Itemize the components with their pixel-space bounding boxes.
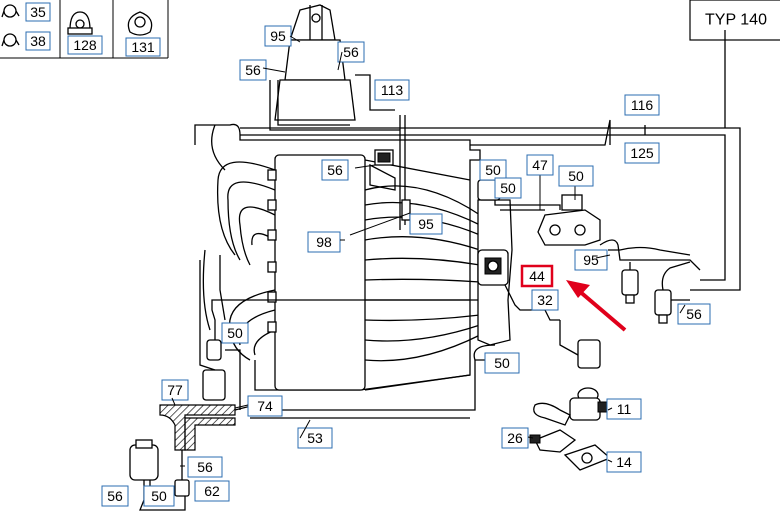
air-flow-meter xyxy=(274,4,356,121)
callout-number: 56 xyxy=(107,488,123,504)
legend-number-text: 38 xyxy=(30,33,46,49)
callout-label: 26 xyxy=(501,427,529,449)
vacuum-valve-right xyxy=(654,289,672,324)
callout-number: 50 xyxy=(568,168,584,184)
callout-label: 113 xyxy=(374,79,410,101)
valve-bracket xyxy=(537,194,601,246)
callout-number: 32 xyxy=(537,292,553,308)
callout-number: 14 xyxy=(616,454,632,470)
callout-number: 95 xyxy=(270,28,286,44)
callout-number: 50 xyxy=(494,355,510,371)
callout-label: 95 xyxy=(574,249,608,271)
callout-number: 50 xyxy=(485,162,501,178)
callout-number: 50 xyxy=(227,325,243,341)
legend-number-38: 38 xyxy=(25,31,51,51)
callout-label: 77 xyxy=(161,379,189,401)
callout-number: 56 xyxy=(327,162,343,178)
legend-number-text: 35 xyxy=(30,4,46,20)
callout-number: 50 xyxy=(151,488,167,504)
callout-number: 95 xyxy=(583,252,599,268)
callout-label: 14 xyxy=(606,451,642,473)
callout-number: 26 xyxy=(507,430,523,446)
callout-label: 50 xyxy=(143,485,175,507)
callout-label: 56 xyxy=(187,456,223,478)
callout-number: 56 xyxy=(343,44,359,60)
leader-lines xyxy=(171,35,686,467)
callout-label: 50 xyxy=(221,322,249,344)
hose-26 xyxy=(529,429,577,453)
callout-layer: 35 38 128 131 95 56 56 113 116 125 56 50 47 50 50 50 98 9… xyxy=(25,2,711,507)
callout-label: 95 xyxy=(264,25,292,47)
callout-number: 113 xyxy=(381,82,404,98)
callout-number: 47 xyxy=(532,157,548,173)
engine-block xyxy=(194,123,513,391)
callout-label: 98 xyxy=(307,231,341,253)
hose-connector xyxy=(401,199,411,221)
callout-number: 125 xyxy=(630,145,654,161)
temperature-sensor xyxy=(369,149,396,191)
callout-number: 95 xyxy=(418,216,434,232)
callout-number: 77 xyxy=(167,382,183,398)
callout-label: 56 xyxy=(337,41,365,63)
callout-label: 50 xyxy=(558,165,594,187)
callout-label: 56 xyxy=(101,485,129,507)
callout-label: 50 xyxy=(494,177,522,199)
callout-label: 56 xyxy=(321,159,349,181)
type-badge: TYP 140 xyxy=(689,0,780,41)
callout-label: 32 xyxy=(531,289,559,311)
hose-clamp-icon xyxy=(1,33,20,47)
callout-label: 56 xyxy=(677,303,711,325)
callout-number: 56 xyxy=(245,62,261,78)
gasket-14 xyxy=(563,444,612,471)
callout-number: 74 xyxy=(257,398,273,414)
callout-label: 11 xyxy=(606,398,642,420)
callout-number: 56 xyxy=(686,306,702,322)
spring-clip-icon xyxy=(127,11,153,36)
callout-number: 116 xyxy=(631,97,654,113)
legend-number-128: 128 xyxy=(67,35,103,55)
legend-number-131: 131 xyxy=(125,37,161,57)
legend-number-text: 128 xyxy=(73,37,97,53)
callout-number: 56 xyxy=(197,459,213,475)
pipe-clip-icon xyxy=(67,11,93,35)
legend-number-35: 35 xyxy=(25,2,51,22)
legend-panel xyxy=(0,0,169,59)
legend-number-text: 131 xyxy=(131,39,155,55)
callout-number: 62 xyxy=(204,483,220,499)
highlight-arrow xyxy=(566,280,627,332)
idle-valve-assembly xyxy=(533,387,609,426)
callout-label: 116 xyxy=(624,94,660,116)
callout-label: 74 xyxy=(247,395,283,417)
vacuum-valve-left xyxy=(621,269,639,304)
callout-number: 11 xyxy=(617,401,632,417)
hose-clamp-icon xyxy=(1,4,20,18)
callout-label: 125 xyxy=(624,142,660,164)
callout-label: 47 xyxy=(526,154,554,176)
callout-number: 44 xyxy=(529,268,545,284)
callout-label: 56 xyxy=(239,59,267,81)
callout-number: 98 xyxy=(316,234,332,250)
callout-number: 50 xyxy=(500,180,516,196)
check-valve xyxy=(559,320,601,369)
callout-label: 53 xyxy=(297,427,333,449)
callout-number: 53 xyxy=(307,430,323,446)
callout-label: 62 xyxy=(194,480,230,502)
type-title: TYP 140 xyxy=(705,12,767,29)
fuel-canister-assembly xyxy=(159,299,470,451)
callout-label-highlighted: 44 xyxy=(520,264,554,288)
callout-label: 50 xyxy=(484,352,520,374)
callout-label: 95 xyxy=(409,213,443,235)
spark-plug-row xyxy=(267,169,277,333)
callout-label: 50 xyxy=(479,159,507,181)
